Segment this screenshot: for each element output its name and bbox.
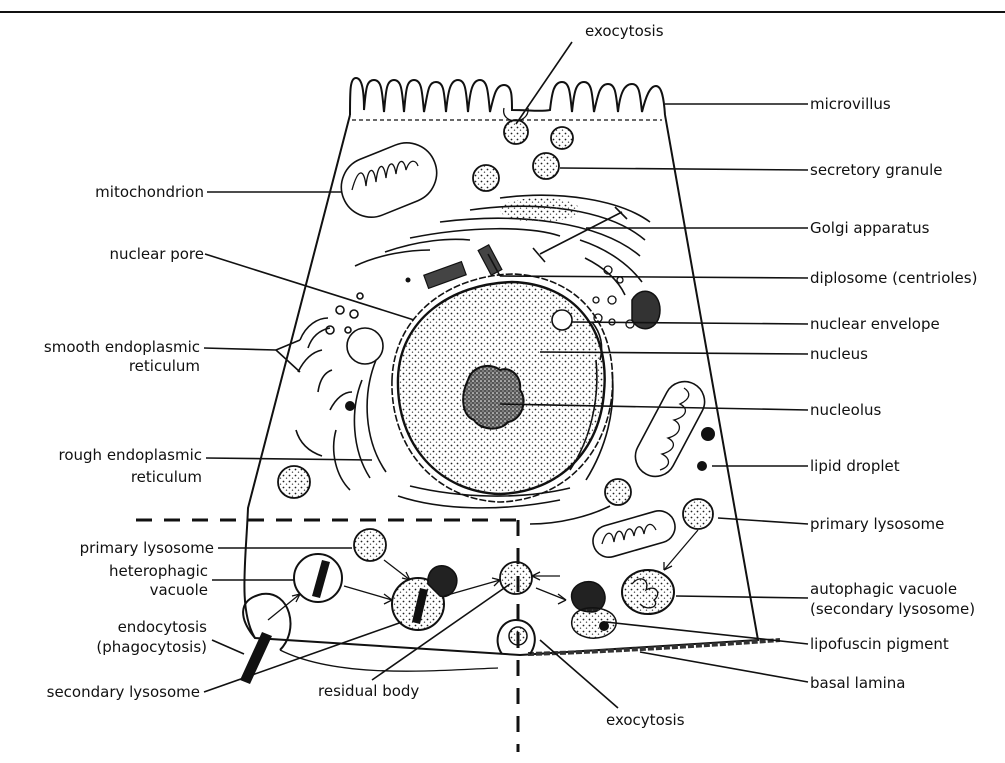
nuclear-pore: [552, 310, 572, 330]
label-microvillus: microvillus: [810, 95, 891, 113]
endocytosed-particle: [240, 632, 272, 684]
label-rer-line2: reticulum: [131, 468, 202, 486]
lipid-dot: [345, 401, 355, 411]
label-autophagic-line1: autophagic vacuole: [810, 580, 957, 598]
label-ser-line1: smooth endoplasmic: [44, 338, 200, 356]
label-residual-body: residual body: [318, 682, 419, 700]
primary-lysosome-right-body: [683, 499, 713, 529]
granule: [605, 479, 631, 505]
label-endocytosis-line2: (phagocytosis): [96, 638, 207, 656]
label-endocytosis-line1: endocytosis: [118, 618, 208, 636]
label-ser-line2: reticulum: [129, 357, 200, 375]
residual-body-center: [500, 562, 532, 594]
lipofuscin-body: [572, 582, 617, 639]
label-exocytosis-top: exocytosis: [585, 22, 664, 40]
granule: [278, 466, 310, 498]
label-basal-lamina: basal lamina: [810, 674, 906, 692]
label-diplosome: diplosome (centrioles): [810, 269, 977, 287]
lipid-droplet: [701, 427, 715, 441]
label-nucleus: nucleus: [810, 345, 868, 363]
nucleus: [392, 274, 613, 502]
golgi-vesicle: [500, 198, 580, 222]
secretory-granule: [551, 127, 573, 149]
label-nuclear-envelope: nuclear envelope: [810, 315, 940, 333]
secondary-lysosome-body: [392, 566, 457, 630]
label-lipid-droplet: lipid droplet: [810, 457, 900, 475]
label-nucleolus: nucleolus: [810, 401, 882, 419]
label-primary-lysosome-right: primary lysosome: [810, 515, 944, 533]
nucleolus: [463, 366, 523, 429]
label-nuclear-pore: nuclear pore: [109, 245, 204, 263]
autophagic-vacuole: [622, 570, 674, 614]
label-autophagic-line2: (secondary lysosome): [810, 600, 975, 618]
lipid-droplet: [697, 461, 707, 471]
microvilli: [350, 78, 665, 115]
label-heterophagic-line1: heterophagic: [109, 562, 208, 580]
smooth-er: [298, 293, 383, 410]
label-golgi-apparatus: Golgi apparatus: [810, 219, 930, 237]
primary-lysosome-left-body: [354, 529, 386, 561]
label-mitochondrion: mitochondrion: [95, 183, 204, 201]
centrioles: [424, 245, 502, 289]
mitochondrion-upper: [332, 134, 445, 226]
vesicles-top-right: [593, 266, 634, 328]
mitochondrion-lower: [589, 507, 679, 561]
label-exocytosis-bottom: exocytosis: [606, 711, 685, 729]
label-rer-line1: rough endoplasmic: [59, 446, 202, 464]
label-lipofuscin: lipofuscin pigment: [810, 635, 949, 653]
label-primary-lysosome-left: primary lysosome: [80, 539, 214, 557]
label-secondary-lysosome: secondary lysosome: [47, 683, 200, 701]
label-heterophagic-line2: vacuole: [150, 581, 208, 599]
label-secretory-granule: secretory granule: [810, 161, 943, 179]
secretory-granule: [533, 153, 559, 179]
lipid-dot: [406, 278, 411, 283]
secretory-granule: [473, 165, 499, 191]
